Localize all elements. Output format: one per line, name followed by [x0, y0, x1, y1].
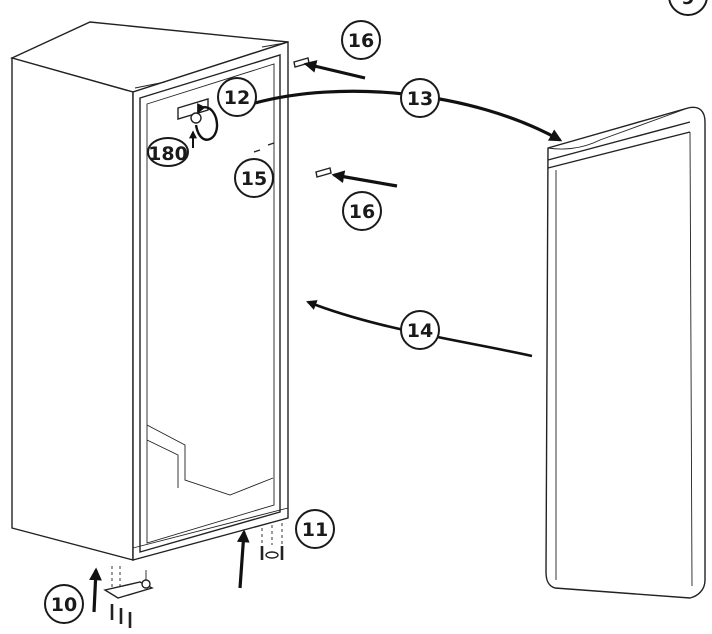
arrow-10: [89, 567, 102, 613]
bottom-screws: [110, 604, 132, 628]
arrow-16-top: [303, 60, 366, 80]
rotation-label: 180: [147, 137, 189, 167]
callout-11: 11: [295, 509, 335, 549]
svg-text:10: 10: [51, 594, 77, 616]
svg-text:16: 16: [348, 30, 374, 52]
arrow-16-mid: [331, 170, 398, 188]
right-base-screws: [260, 523, 284, 560]
top-hinge-bracket: [177, 98, 219, 148]
callout-10: 10: [44, 584, 84, 624]
callout-9: 9: [668, 0, 708, 16]
callout-12: 12: [217, 77, 257, 117]
fridge-door: [545, 106, 706, 599]
bottom-hinge: [103, 566, 154, 599]
svg-text:180: 180: [148, 143, 188, 165]
callout-13: 13: [400, 78, 440, 118]
callout-14: 14: [400, 310, 440, 350]
svg-text:14: 14: [407, 320, 433, 342]
callout-15: 15: [234, 158, 274, 198]
callout-16-mid: 16: [342, 191, 382, 231]
svg-text:15: 15: [241, 168, 267, 190]
svg-text:12: 12: [224, 87, 250, 109]
svg-text:11: 11: [302, 519, 328, 541]
svg-text:13: 13: [407, 88, 433, 110]
svg-text:16: 16: [349, 201, 375, 223]
hinge-pins: [253, 142, 275, 153]
callout-16-top: 16: [341, 20, 381, 60]
arrow-11: [236, 529, 250, 589]
pin-middle: [315, 167, 332, 178]
svg-text:9: 9: [681, 0, 694, 9]
